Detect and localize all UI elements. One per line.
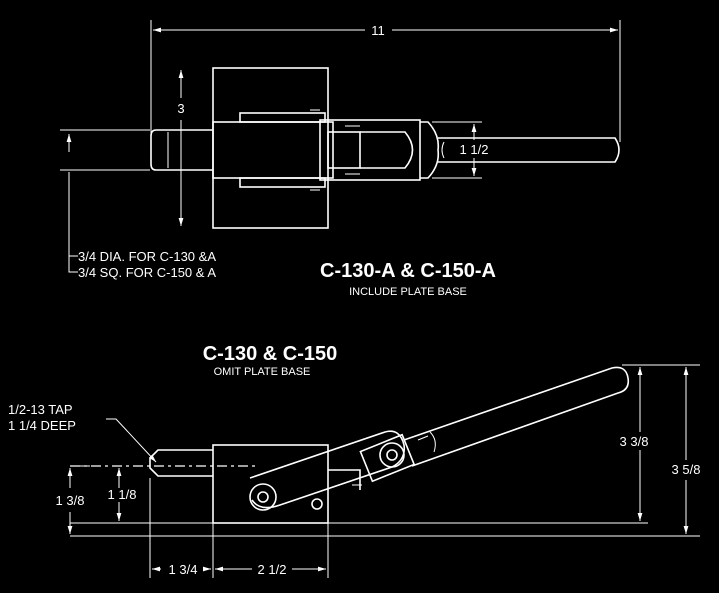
dim-base-length: 2 1/2: [258, 562, 287, 577]
handle-bar: [438, 137, 620, 163]
top-view-subtitle: INCLUDE PLATE BASE: [349, 286, 467, 298]
dim-handle-width: 1 1/2: [460, 142, 489, 157]
side-clevis: [359, 433, 416, 483]
side-view-subtitle: OMIT PLATE BASE: [214, 366, 311, 378]
clamp-body: [212, 121, 334, 179]
base-block: [212, 444, 329, 524]
dim-plunger-length: 1 3/4: [169, 562, 198, 577]
pivot-lower: [249, 483, 277, 511]
dim-overall-length: 11: [371, 23, 385, 38]
clevis: [360, 131, 414, 169]
linkage-block: [327, 131, 361, 169]
dim-height-outer: 1 3/8: [56, 493, 85, 508]
note-diameter: 3/4 DIA. FOR C-130 &A: [78, 249, 216, 264]
dim-overall-height: 3 5/8: [672, 462, 701, 477]
base-plate: [212, 67, 329, 229]
top-view-title: C-130-A & C-150-A: [320, 260, 496, 282]
clamp-top-flange: [239, 112, 326, 123]
leader-diameter: [68, 172, 78, 273]
top-view: 11 3 1 1/2: [60, 20, 621, 298]
side-link-arm: [249, 430, 406, 509]
side-plunger: [149, 449, 213, 477]
base-hole: [311, 498, 323, 510]
clevis-end: [420, 121, 440, 179]
dim-height-inner: 1 1/8: [108, 487, 137, 502]
dim-handle-height: 3 3/8: [620, 434, 649, 449]
clamp-bottom-flange: [239, 177, 326, 188]
pivot-upper: [379, 442, 405, 468]
plunger-rod: [150, 129, 213, 171]
note-tap-depth: 1 1/4 DEEP: [8, 418, 76, 433]
dim-base-width: 3: [177, 101, 184, 116]
side-view: C-130 & C-150 OMIT PLATE BASE 1/2-13 TAP…: [8, 343, 700, 578]
linkage-frame: [319, 119, 421, 181]
note-square: 3/4 SQ. FOR C-150 & A: [78, 265, 216, 280]
leader-tap: [106, 418, 157, 463]
side-view-title: C-130 & C-150: [203, 343, 338, 365]
note-tap: 1/2-13 TAP: [8, 402, 73, 417]
side-handle: [403, 366, 630, 467]
